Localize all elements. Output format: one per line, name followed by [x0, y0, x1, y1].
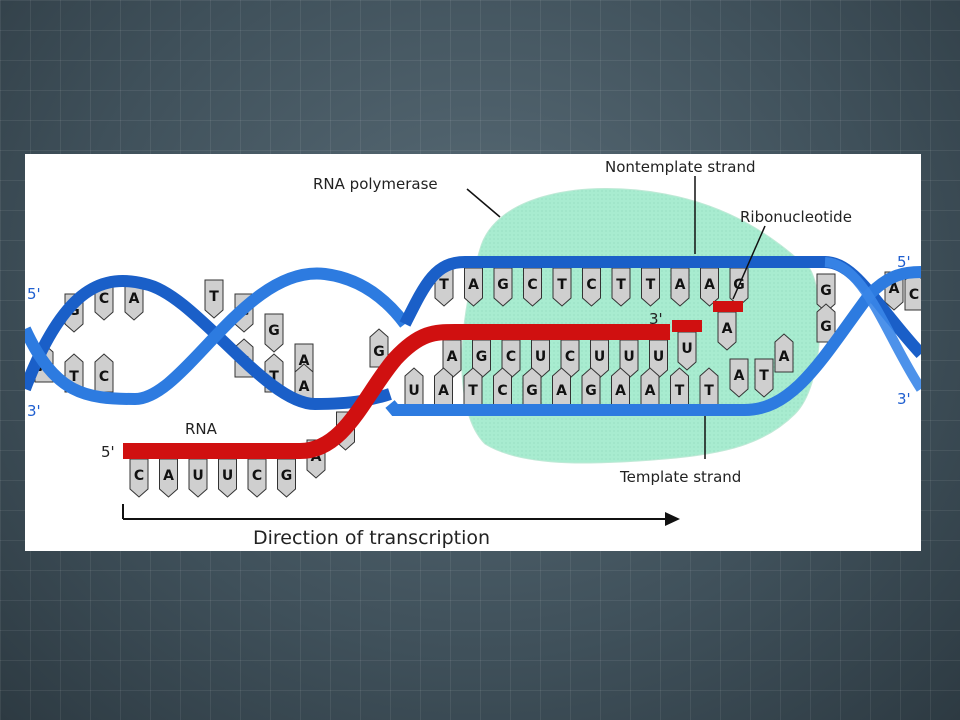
helix-right-base-shape [816, 303, 836, 343]
nontemplate-base: G [497, 277, 509, 293]
right-helix-crossing [824, 257, 921, 392]
left-double-helix [25, 267, 410, 411]
nontemplate-base: A [675, 277, 686, 293]
right-top-end-label: 5' [897, 253, 911, 271]
helix-left-bottom-base-shape [369, 328, 389, 368]
rna-bubble-base: C [565, 349, 575, 365]
rna-tail-base: A [311, 449, 322, 465]
nontemplate-base: A [704, 277, 715, 293]
template-base: A [645, 383, 656, 399]
helix-left-bottom-base: A [299, 379, 310, 395]
template-base-shape [670, 367, 689, 407]
rna-polymerase-label: RNA polymerase [313, 175, 438, 193]
rna-5prime-label: 5' [101, 443, 115, 461]
direction-arrow [122, 504, 680, 526]
rna-tail-base: U [192, 468, 203, 484]
polymerase-leader [466, 188, 501, 218]
helix-right-base-shape [729, 358, 749, 398]
template-base-shape [522, 367, 542, 407]
nontemplate-base: A [468, 277, 479, 293]
rna-tail-base: G [281, 468, 293, 484]
nontemplate-base: C [527, 277, 537, 293]
template-base-shape [434, 367, 453, 407]
template-base-shape [552, 367, 571, 407]
right-bottom-end-label: 3' [897, 390, 911, 408]
helix-left-bottom-base: C [99, 369, 109, 385]
template-base: A [438, 383, 449, 399]
template-base: T [704, 383, 714, 399]
template-base: T [468, 383, 478, 399]
rna-bubble-base: U [594, 349, 605, 365]
helix-left-top-base: A [299, 353, 310, 369]
template-base: A [615, 383, 626, 399]
template-base-shape [581, 367, 601, 407]
rna-label: RNA [185, 420, 218, 438]
rna-bubble-base: U [535, 349, 546, 365]
rna-bubble-base: C [506, 349, 516, 365]
rna-tail-base: U [222, 468, 233, 484]
template-base-shape [699, 367, 719, 407]
incoming-rna-end [672, 320, 702, 332]
nontemplate-strand-label: Nontemplate strand [605, 158, 755, 176]
transcription-diagram: TAGCTCTTAAGAGCUCUUUUATCGAGAATTCAUUCGAGGC… [25, 154, 921, 551]
nontemplate-base: T [646, 277, 656, 293]
helix-left-bottom-base: G [373, 344, 385, 360]
helix-left-top-base-shape [264, 313, 284, 353]
nontemplate-base: T [439, 277, 449, 293]
rna-bubble-base: G [476, 349, 488, 365]
rna-3prime-label: 3' [649, 310, 663, 328]
ribonucleotide-piece [713, 301, 743, 312]
template-base: A [556, 383, 567, 399]
helix-right-base: C [909, 287, 919, 303]
helix-right-base: G [820, 283, 832, 299]
helix-right-base-shape [774, 333, 794, 373]
nontemplate-base: T [616, 277, 626, 293]
rna-bubble-base: A [447, 349, 458, 365]
helix-left-bottom-base: T [269, 369, 279, 385]
helix-left-bottom-base-shape [94, 353, 114, 393]
template-base-shape [493, 367, 512, 407]
template-base: C [497, 383, 507, 399]
template-base: U [408, 383, 419, 399]
template-base: G [585, 383, 597, 399]
helix-left-top-base: T [209, 289, 219, 305]
template-strand-line [385, 266, 921, 416]
ribonucleotide-leader [732, 225, 766, 300]
helix-left-top-base: G [268, 323, 280, 339]
template-base: G [526, 383, 538, 399]
left-bottom-end-label: 3' [27, 402, 41, 420]
nontemplate-base: T [557, 277, 567, 293]
diagram-canvas: TAGCTCTTAAGAGCUCUUUUATCGAGAATTCAUUCGAGGC… [25, 158, 921, 549]
rna-bubble-base: U [653, 349, 664, 365]
rna-tail-base: C [252, 468, 262, 484]
helix-left-top-base: C [99, 291, 109, 307]
left-helix-strand-back [25, 275, 392, 411]
helix-left-top-base: A [129, 291, 140, 307]
ribonucleotide-base: A [722, 321, 733, 337]
template-base-shape [640, 367, 660, 407]
direction-label: Direction of transcription [253, 527, 490, 549]
helix-right-base: T [759, 368, 769, 384]
template-base-shape [463, 367, 483, 407]
rna-tail-base: A [163, 468, 174, 484]
rna-strand [123, 324, 670, 459]
helix-right-base: A [734, 368, 745, 384]
ribonucleotide-label: Ribonucleotide [740, 208, 852, 226]
incoming-rna-base: U [681, 341, 692, 357]
nontemplate-base: C [586, 277, 596, 293]
rna-tail-base: C [134, 468, 144, 484]
helix-right-base-shape [754, 358, 774, 398]
rna-bubble-base: U [623, 349, 634, 365]
template-base-shape [404, 367, 424, 407]
template-base: T [675, 383, 685, 399]
helix-left-top-base-shape [204, 279, 224, 319]
helix-right-base: A [889, 281, 900, 297]
template-strand-label: Template strand [619, 468, 741, 486]
left-top-end-label: 5' [27, 285, 41, 303]
left-helix-strand-front [25, 267, 410, 406]
helix-right-base: G [820, 319, 832, 335]
template-base-shape [611, 367, 630, 407]
helix-left-bottom-base: T [69, 369, 79, 385]
helix-right-base: A [779, 349, 790, 365]
